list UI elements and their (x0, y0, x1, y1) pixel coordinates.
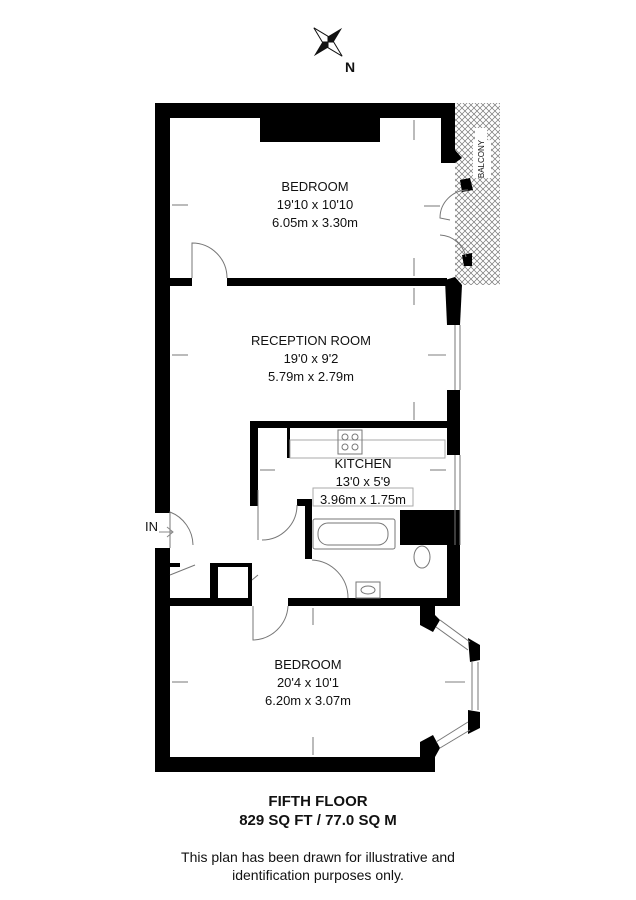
room-name: RECEPTION ROOM (251, 333, 371, 348)
room-imperial: 20'4 x 10'1 (276, 675, 340, 690)
disclaimer-line: This plan has been drawn for illustrativ… (181, 849, 455, 865)
room-name: KITCHEN (334, 456, 392, 471)
room-metric: 5.79m x 2.79m (268, 369, 354, 384)
dimension-arrows (172, 120, 465, 755)
room-imperial: 19'10 x 10'10 (276, 197, 354, 212)
disclaimer-line: identification purposes only. (232, 867, 404, 883)
windows-and-doors (159, 189, 479, 749)
room-metric: 6.20m x 3.07m (265, 693, 351, 708)
floor-title: FIFTH FLOOR 829 SQ FT / 77.0 SQ M (239, 792, 397, 830)
entrance-label: IN (145, 519, 158, 534)
room-imperial: 13'0 x 5'9 (335, 474, 391, 489)
room-name: BEDROOM (274, 657, 342, 672)
disclaimer: This plan has been drawn for illustrativ… (181, 848, 455, 884)
room-reception: RECEPTION ROOM 19'0 x 9'2 5.79m x 2.79m (251, 332, 371, 386)
compass-north-label: N (344, 59, 356, 75)
floor-area: 829 SQ FT / 77.0 SQ M (239, 812, 397, 829)
room-metric: 6.05m x 3.30m (272, 215, 358, 230)
room-bedroom-1: BEDROOM 19'10 x 10'10 6.05m x 3.30m (272, 178, 358, 232)
room-imperial: 19'0 x 9'2 (283, 351, 339, 366)
room-bedroom-2: BEDROOM 20'4 x 10'1 6.20m x 3.07m (265, 656, 351, 710)
room-kitchen: KITCHEN 13'0 x 5'9 3.96m x 1.75m (320, 455, 406, 509)
compass-icon (313, 27, 343, 57)
balcony-label: BALCONY (473, 139, 491, 179)
floor-name: FIFTH FLOOR (268, 793, 368, 810)
walls (155, 103, 480, 772)
room-metric: 3.96m x 1.75m (320, 492, 406, 507)
room-name: BEDROOM (281, 179, 349, 194)
